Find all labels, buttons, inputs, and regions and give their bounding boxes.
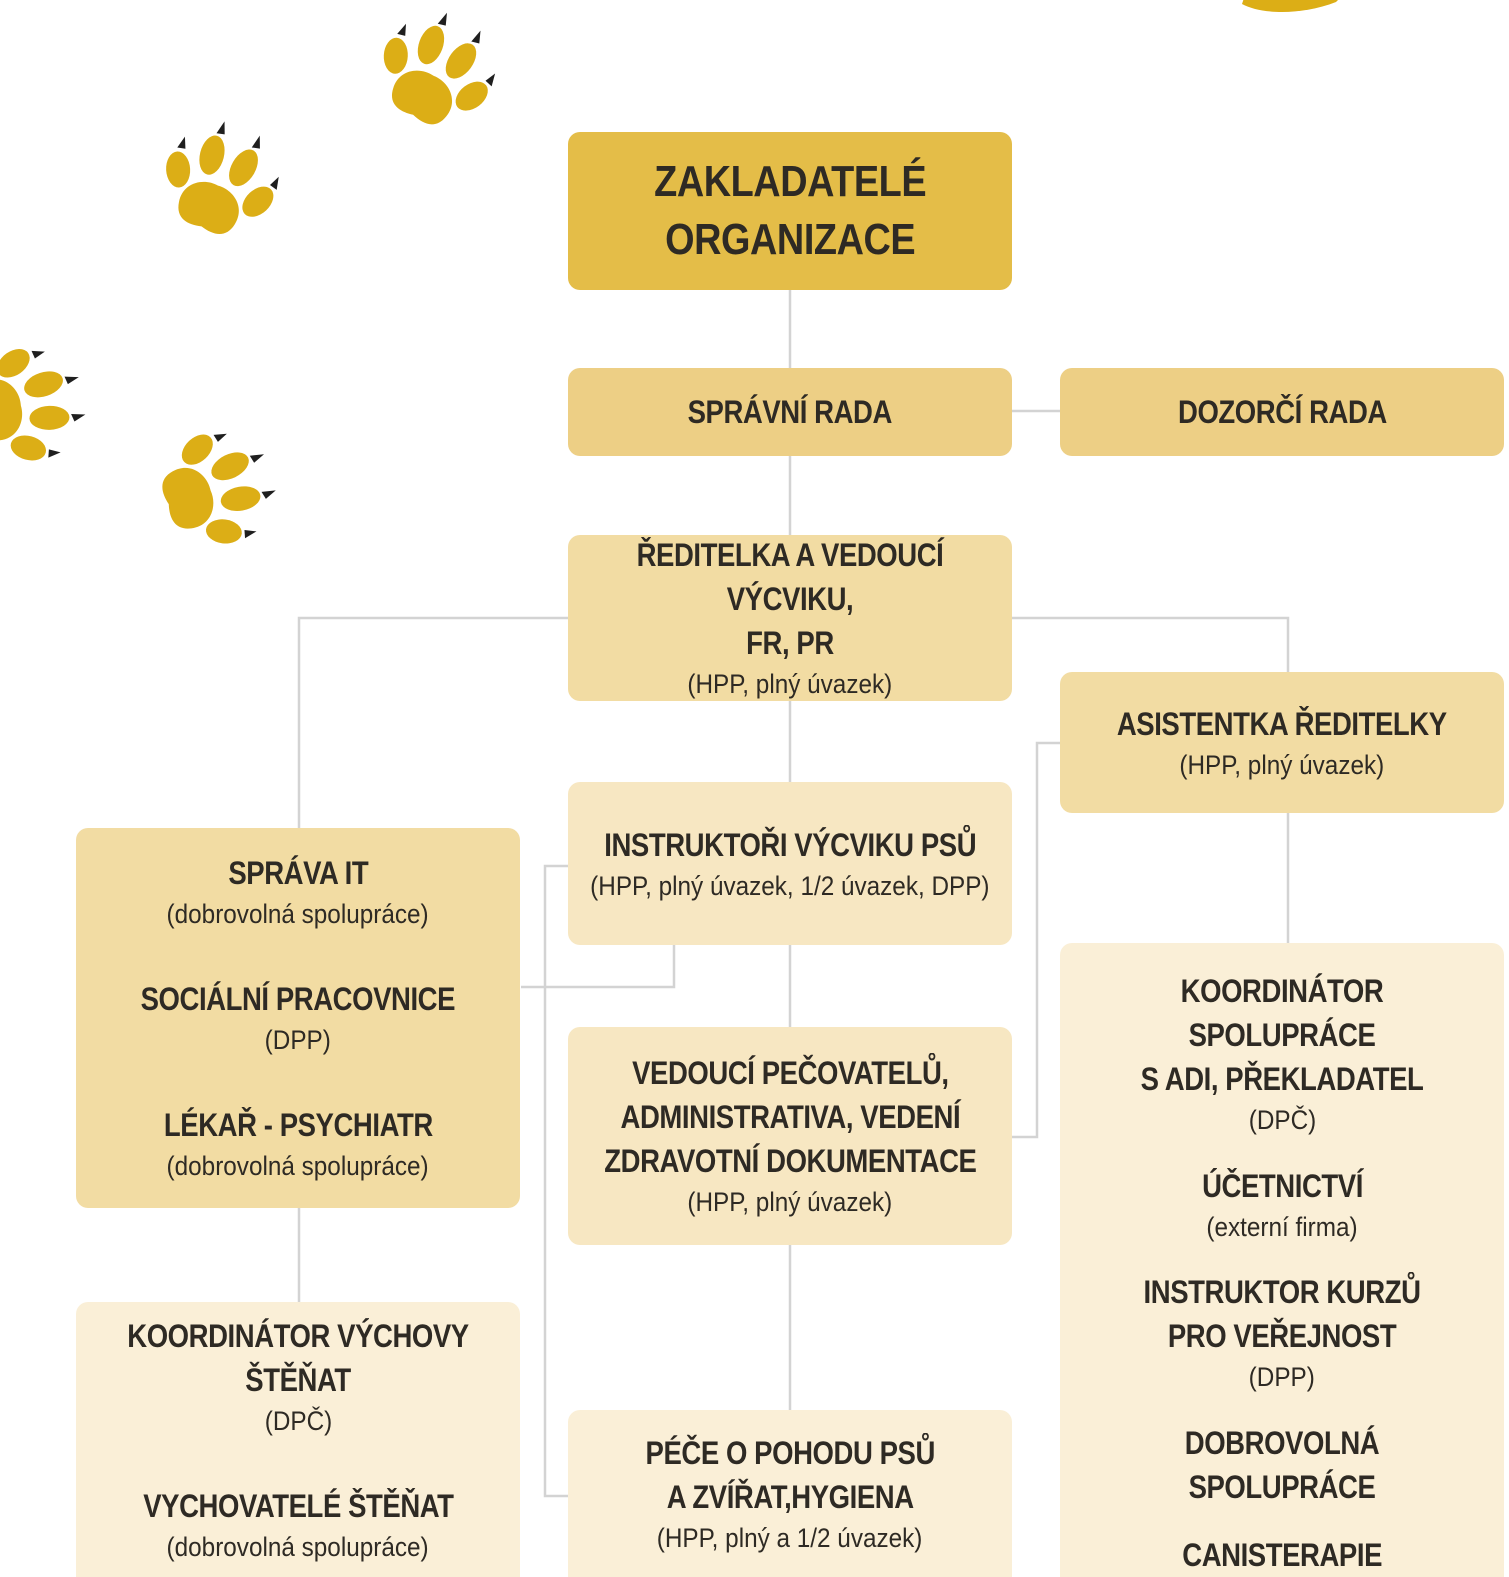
welfare-sub: (HPP, plný a 1/2 úvazek) (657, 1522, 923, 1553)
welfare-title: PÉČE O POHODU PSŮ A ZVÍŘAT,HYGIENA (645, 1434, 935, 1515)
support-staff-box: SPRÁVA IT (dobrovolná spolupráce) SOCIÁL… (76, 828, 520, 1208)
line-instructors-welfare (543, 864, 568, 1498)
external-roles-box: KOORDINÁTOR SPOLUPRÁCE S ADI, PŘEKLADATE… (1060, 943, 1504, 1577)
support-item-title: LÉKAŘ - PSYCHIATR (163, 1107, 433, 1143)
board-box: SPRÁVNÍ RADA (568, 368, 1012, 456)
paw-print-icon (383, 12, 496, 125)
external-item-title: CANISTERAPIE (1182, 1537, 1382, 1573)
line-instructors-left (521, 945, 676, 989)
founders-box: ZAKLADATELÉ ORGANIZACE (568, 132, 1012, 290)
external-item-title: ÚČETNICTVÍ (1201, 1167, 1363, 1204)
puppies-item-sub: (DPČ) (264, 1405, 332, 1436)
puppies-item-sub: (dobrovolná spolupráce) (166, 1531, 430, 1562)
line-director-left (297, 616, 568, 828)
assistant-sub: (HPP, plný úvazek) (1179, 749, 1385, 780)
external-item-title: INSTRUKTOR KURZŮ PRO VEŘEJNOST (1143, 1274, 1421, 1354)
director-title: ŘEDITELKA A VEDOUCÍ VÝCVIKU, FR, PR (636, 537, 944, 661)
support-item-title: SPRÁVA IT (228, 855, 368, 891)
external-item-sub: (DPČ) (1248, 1105, 1316, 1135)
supervisory-board-box: DOZORČÍ RADA (1060, 368, 1504, 456)
external-item-title: DOBROVOLNÁ SPOLUPRÁCE (1184, 1424, 1380, 1505)
line-assistant-caretakers (1012, 741, 1060, 1139)
support-item-sub: (dobrovolná spolupráce) (166, 1151, 430, 1181)
instructors-box: INSTRUKTOŘI VÝCVIKU PSŮ (HPP, plný úvaze… (568, 782, 1012, 945)
puppies-box: KOORDINÁTOR VÝCHOVY ŠTĚŇAT (DPČ) VYCHOVA… (76, 1302, 520, 1577)
assistant-title: ASISTENTKA ŘEDITELKY (1117, 705, 1447, 742)
paw-print-icon (162, 433, 276, 544)
supervisory-board-title: DOZORČÍ RADA (1177, 394, 1387, 430)
support-item-sub: (dobrovolná spolupráce) (166, 899, 430, 929)
founders-title: ZAKLADATELÉ ORGANIZACE (653, 157, 927, 264)
external-item-sub: (externí firma) (1206, 1211, 1358, 1242)
paw-print-icon (1242, 0, 1338, 12)
caretakers-lead-box: VEDOUCÍ PEČOVATELŮ, ADMINISTRATIVA, VEDE… (568, 1027, 1012, 1245)
external-item-title: KOORDINÁTOR SPOLUPRÁCE S ADI, PŘEKLADATE… (1140, 973, 1424, 1097)
puppies-item-title: KOORDINÁTOR VÝCHOVY ŠTĚŇAT (127, 1317, 469, 1398)
caretakers-lead-sub: (HPP, plný úvazek) (687, 1187, 893, 1217)
paw-print-icon (166, 121, 279, 235)
line-director-assistant (1012, 616, 1290, 672)
assistant-box: ASISTENTKA ŘEDITELKY (HPP, plný úvazek) (1060, 672, 1504, 813)
paw-print-icon (0, 349, 86, 461)
board-title: SPRÁVNÍ RADA (687, 394, 893, 430)
caretakers-lead-title: VEDOUCÍ PEČOVATELŮ, ADMINISTRATIVA, VEDE… (603, 1055, 977, 1179)
puppies-item-title: VYCHOVATELÉ ŠTĚŇAT (142, 1487, 454, 1524)
welfare-box: PÉČE O POHODU PSŮ A ZVÍŘAT,HYGIENA (HPP,… (568, 1410, 1012, 1577)
director-box: ŘEDITELKA A VEDOUCÍ VÝCVIKU, FR, PR (HPP… (568, 535, 1012, 701)
support-item-title: SOCIÁLNÍ PRACOVNICE (140, 981, 456, 1017)
external-item-sub: (DPP) (1248, 1362, 1316, 1392)
director-sub: (HPP, plný úvazek) (687, 669, 893, 699)
support-item-sub: (DPP) (264, 1025, 332, 1055)
instructors-sub: (HPP, plný úvazek, 1/2 úvazek, DPP) (590, 870, 990, 901)
instructors-title: INSTRUKTOŘI VÝCVIKU PSŮ (604, 826, 976, 863)
